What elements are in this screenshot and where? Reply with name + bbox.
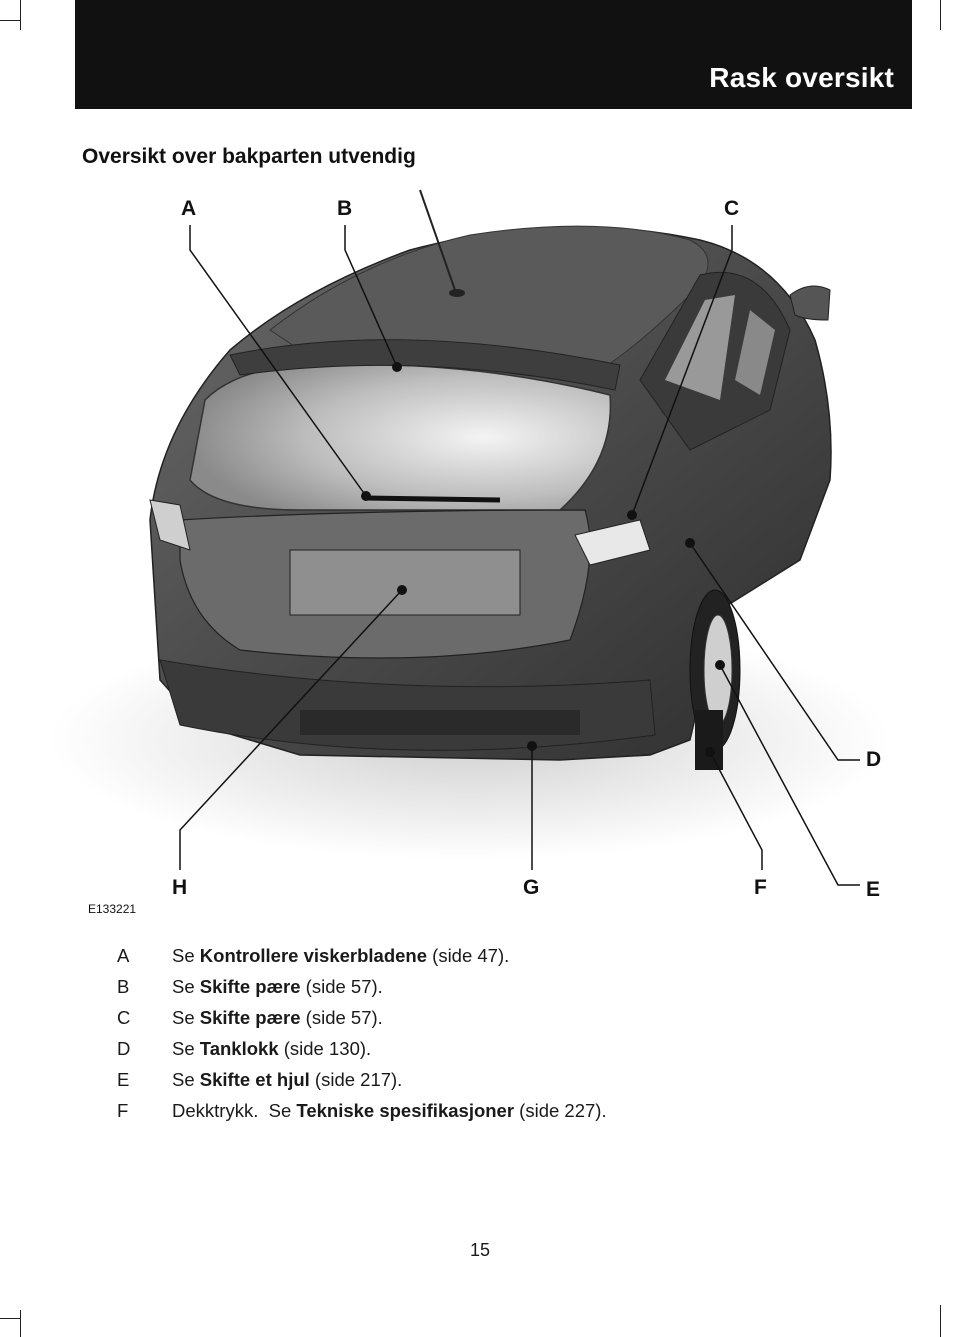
callout-g: G xyxy=(523,876,540,899)
legend-list: A Se Kontrollere viskerbladene (side 47).… xyxy=(0,945,960,1131)
crop-mark-bottom-left-v xyxy=(20,1310,21,1337)
legend-text-prefix: Se xyxy=(172,1038,200,1059)
rear-window xyxy=(189,363,612,511)
legend-text-suffix: (side 57). xyxy=(300,976,383,997)
legend-reference-link: Tanklokk xyxy=(199,1038,279,1059)
legend-text-prefix: Se xyxy=(172,1069,200,1090)
figure-id: E133221 xyxy=(88,902,137,916)
crop-mark-top-right-v xyxy=(940,0,941,30)
legend-text-suffix: (side 227). xyxy=(514,1100,607,1121)
page-number: 15 xyxy=(469,1240,491,1260)
legend-letter: E xyxy=(117,1069,130,1090)
callout-points xyxy=(361,362,725,757)
callout-c: C xyxy=(724,197,740,220)
legend-reference-link: Skifte pære xyxy=(199,1007,301,1028)
legend-letter: C xyxy=(117,1007,131,1028)
car-rear-figure: A B C D E F G H xyxy=(0,180,960,920)
legend-text-prefix: Dekktrykk. Se xyxy=(172,1100,297,1121)
legend-item: C Se Skifte pære (side 57). xyxy=(0,1007,960,1038)
number-plate xyxy=(289,549,521,616)
legend-item: E Se Skifte et hjul (side 217). xyxy=(0,1069,960,1100)
callout-f: F xyxy=(754,876,767,899)
rear-spoiler xyxy=(229,339,621,391)
legend-text: Dekktrykk. Se Tekniske spesifikasjoner (… xyxy=(172,1100,607,1122)
legend-letter: A xyxy=(117,945,130,966)
crop-mark-top-left-v xyxy=(20,0,21,30)
legend-text-prefix: Se xyxy=(172,1007,200,1028)
legend-item: B Se Skifte pære (side 57). xyxy=(0,976,960,1007)
crop-mark-top-left-h xyxy=(0,20,20,21)
callout-leader-lines xyxy=(179,225,860,886)
legend-text-suffix: (side 217). xyxy=(309,1069,403,1090)
legend-text: Se Kontrollere viskerbladene (side 47). xyxy=(172,945,509,967)
callout-b: B xyxy=(337,197,353,220)
car-rear-illustration xyxy=(50,189,890,886)
right-tail-light xyxy=(574,519,651,566)
legend-letter: B xyxy=(117,976,130,997)
legend-text-prefix: Se xyxy=(172,945,200,966)
section-title: Oversikt over bakparten utvendig xyxy=(82,145,416,168)
legend-reference-link: Skifte pære xyxy=(199,976,301,997)
legend-reference-link: Tekniske spesifikasjoner xyxy=(296,1100,515,1121)
legend-text-suffix: (side 47). xyxy=(427,945,510,966)
crop-mark-bottom-left-h xyxy=(0,1318,20,1319)
legend-reference-link: Kontrollere viskerbladene xyxy=(199,945,428,966)
callout-a: A xyxy=(181,197,197,220)
legend-item: A Se Kontrollere viskerbladene (side 47). xyxy=(0,945,960,976)
legend-item: D Se Tanklokk (side 130). xyxy=(0,1038,960,1069)
legend-text: Se Tanklokk (side 130). xyxy=(172,1038,371,1060)
legend-text-prefix: Se xyxy=(172,976,200,997)
crop-mark-bottom-right-v xyxy=(940,1305,941,1337)
left-tail-light xyxy=(149,499,191,551)
rear-wiper xyxy=(364,495,501,503)
legend-letter: F xyxy=(117,1100,129,1121)
callout-d: D xyxy=(866,748,882,771)
callout-e: E xyxy=(866,878,881,901)
legend-text: Se Skifte et hjul (side 217). xyxy=(172,1069,402,1091)
legend-letter: D xyxy=(117,1038,131,1059)
header-bar: Rask oversikt xyxy=(75,0,912,109)
legend-text: Se Skifte pære (side 57). xyxy=(172,1007,383,1029)
legend-text: Se Skifte pære (side 57). xyxy=(172,976,383,998)
page-header-title: Rask oversikt xyxy=(709,62,894,93)
side-mirror xyxy=(789,285,831,321)
legend-reference-link: Skifte et hjul xyxy=(199,1069,310,1090)
legend-item: F Dekktrykk. Se Tekniske spesifikasjoner … xyxy=(0,1100,960,1131)
legend-text-suffix: (side 130). xyxy=(278,1038,372,1059)
callout-h: H xyxy=(172,876,188,899)
legend-text-suffix: (side 57). xyxy=(300,1007,383,1028)
